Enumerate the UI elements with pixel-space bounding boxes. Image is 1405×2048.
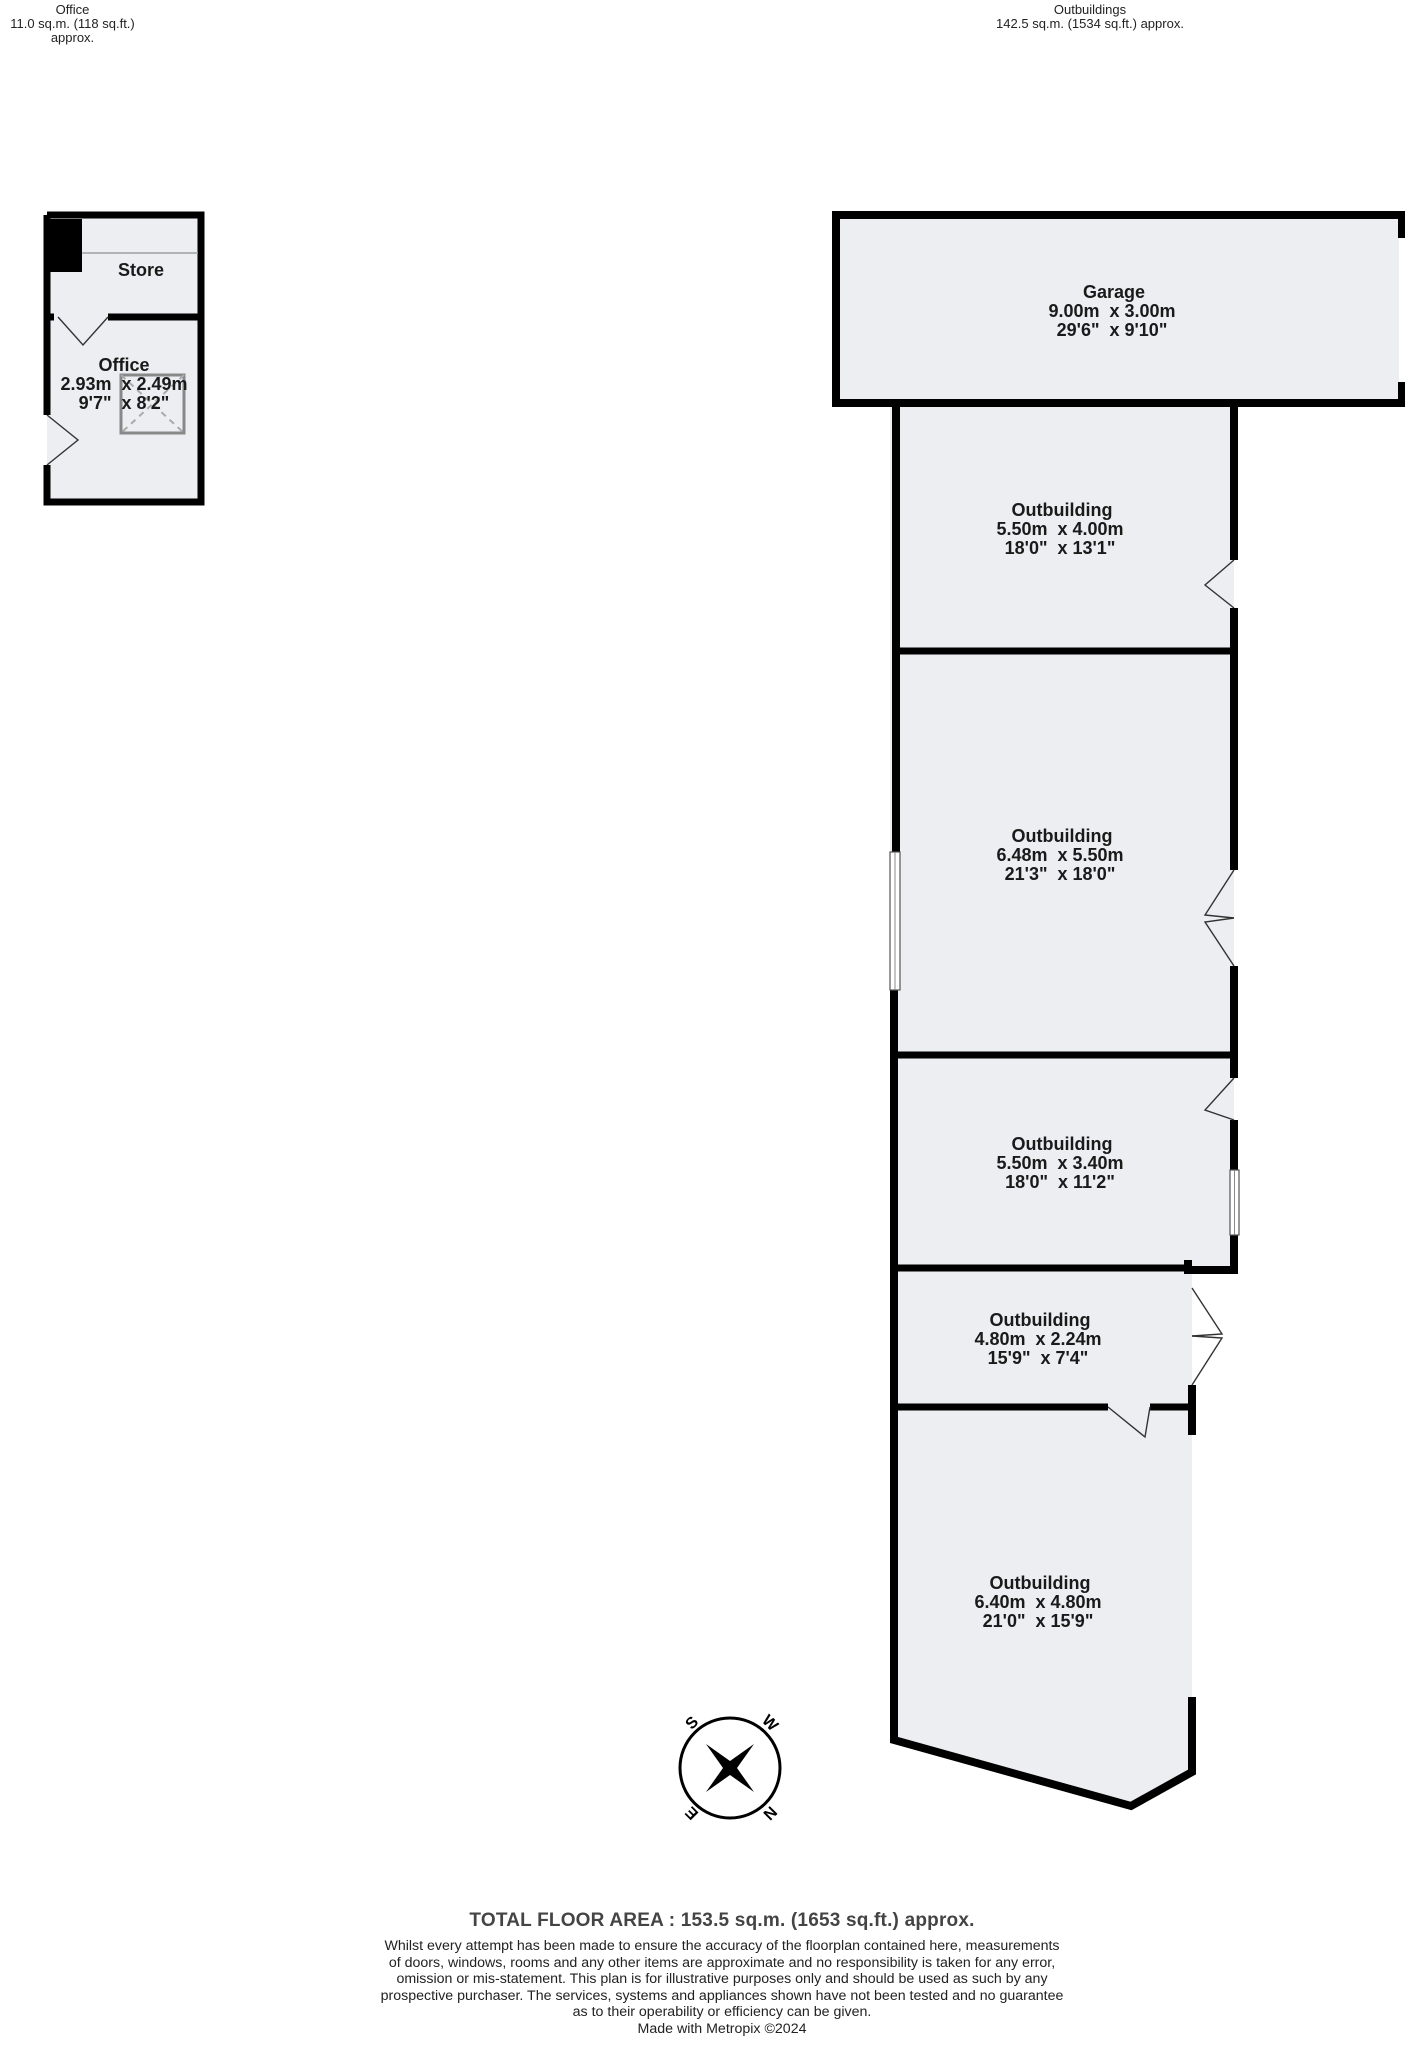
garage-label: Garage xyxy=(1083,282,1145,302)
outbuildings-area-header: Outbuildings 142.5 sq.m. (1534 sq.ft.) a… xyxy=(960,3,1220,31)
outbuilding-3-label: Outbuilding xyxy=(1012,1134,1113,1154)
store-label: Store xyxy=(118,260,164,280)
office-imperial: 9'7" x 8'2" xyxy=(79,393,170,413)
outbuilding-4-label: Outbuilding xyxy=(990,1310,1091,1330)
garage-floor xyxy=(835,215,1399,402)
outbuilding-1-label: Outbuilding xyxy=(1012,500,1113,520)
door-out2-swing-b xyxy=(1203,917,1235,967)
outbuilding-5-imperial: 21'0" x 15'9" xyxy=(983,1611,1094,1631)
office-building xyxy=(43,211,205,506)
disclaimer-line: of doors, windows, rooms and any other i… xyxy=(388,1954,1056,1971)
outbuilding-5-label: Outbuilding xyxy=(990,1573,1091,1593)
outbuilding-4-imperial: 15'9" x 7'4" xyxy=(988,1348,1089,1368)
window-left xyxy=(889,851,901,991)
garage-wall-bottom xyxy=(832,382,1405,407)
room-labels: Store Office 2.93m x 2.49m 9'7" x 8'2" G… xyxy=(60,260,1175,1631)
outbuilding-1-metric: 5.50m x 4.00m xyxy=(996,519,1123,539)
office-metric: 2.93m x 2.49m xyxy=(60,374,187,394)
office-skylight-cross xyxy=(120,374,185,434)
outbuilding-2-metric: 6.48m x 5.50m xyxy=(996,845,1123,865)
compass-icon: S W E N xyxy=(678,1712,782,1823)
window-right xyxy=(1229,1169,1240,1236)
disclaimer-line: Whilst every attempt has been made to en… xyxy=(384,1938,1060,1954)
outbuilding-2-label: Outbuilding xyxy=(1012,826,1113,846)
garage-metric: 9.00m x 3.00m xyxy=(1048,301,1175,321)
outbuildings-header-title: Outbuildings xyxy=(1053,2,1127,17)
store-door-swing xyxy=(57,316,109,347)
door-out1-swing xyxy=(1203,559,1235,609)
outbuilding-3-imperial: 18'0" x 11'2" xyxy=(1005,1172,1115,1192)
outbuilding-4-metric: 4.80m x 2.24m xyxy=(974,1329,1101,1349)
door-out2-swing-a xyxy=(1203,869,1235,919)
door-out4-swing-a xyxy=(1191,1287,1224,1337)
office-header-area: 11.0 sq.m. (118 sq.ft.) approx. xyxy=(10,16,135,45)
outbuilding-left-wall-lower xyxy=(890,990,1196,1811)
disclaimer-line: prospective purchaser. The services, sys… xyxy=(380,1987,1064,2004)
office-area-header: Office 11.0 sq.m. (118 sq.ft.) approx. xyxy=(0,3,145,45)
disclaimer-line: as to their operability or efficiency ca… xyxy=(572,2004,872,2020)
outbuildings-floor xyxy=(890,402,1234,1806)
door-out3-swing xyxy=(1203,1077,1235,1121)
outbuildings-header-area: 142.5 sq.m. (1534 sq.ft.) approx. xyxy=(996,16,1184,31)
office-door-swing xyxy=(46,414,80,466)
disclaimer: Whilst every attempt has been made to en… xyxy=(352,1938,1092,2037)
garage-imperial: 29'6" x 9'10" xyxy=(1057,320,1168,340)
door-out5-swing xyxy=(1107,1406,1151,1439)
outbuilding-1-imperial: 18'0" x 13'1" xyxy=(1005,538,1116,558)
store-chimney-block xyxy=(47,219,82,272)
metropix-credit: Made with Metropix ©2024 xyxy=(637,2020,807,2037)
garage-wall-top xyxy=(832,211,1405,238)
outbuilding-3-metric: 5.50m x 3.40m xyxy=(996,1153,1123,1173)
compass-west: W xyxy=(758,1712,781,1735)
office-header-title: Office xyxy=(55,2,90,17)
office-skylight-icon xyxy=(119,373,186,435)
compass-star xyxy=(706,1744,754,1792)
footer: TOTAL FLOOR AREA : 153.5 sq.m. (1653 sq.… xyxy=(352,1910,1092,2037)
outbuildings xyxy=(832,211,1405,1811)
outbuilding-2-imperial: 21'3" x 18'0" xyxy=(1005,864,1116,884)
office-label: Office xyxy=(98,355,149,375)
disclaimer-line: omission or mis-statement. This plan is … xyxy=(396,1971,1048,1987)
outbuilding-5-metric: 6.40m x 4.80m xyxy=(974,1592,1101,1612)
total-floor-area: TOTAL FLOOR AREA : 153.5 sq.m. (1653 sq.… xyxy=(469,1910,975,1931)
door-out4-swing-b xyxy=(1191,1335,1224,1386)
